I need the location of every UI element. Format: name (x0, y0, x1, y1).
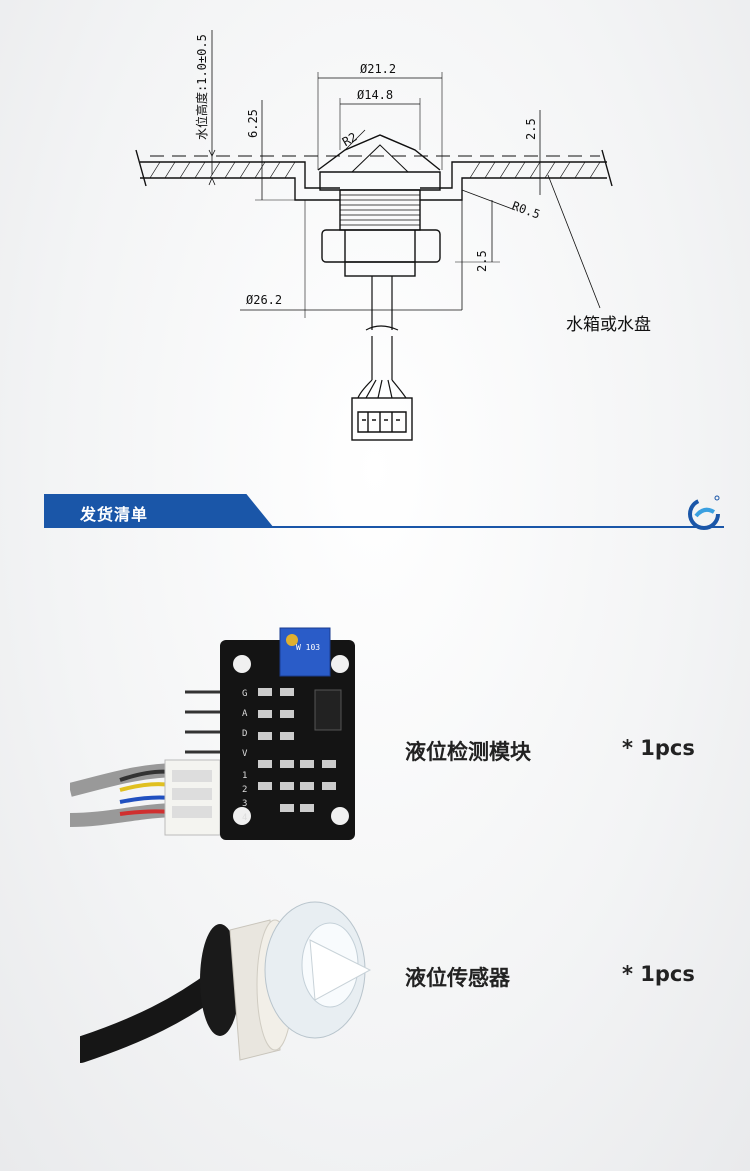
dim-r2: R2 (340, 130, 360, 149)
pin-label-3: 3 (242, 799, 247, 809)
pin-label-d: D (242, 729, 247, 739)
section-title: 发货清单 (80, 505, 149, 524)
section-header: 发货清单 (44, 492, 724, 532)
dim-d14: Ø14.8 (357, 88, 393, 102)
dim-r0-5: R0.5 (510, 199, 542, 222)
product-qty: * 1pcs (622, 962, 695, 986)
pin-label-g: G (242, 689, 247, 699)
dim-d26: Ø26.2 (246, 293, 282, 307)
section-tab (44, 494, 274, 528)
pot-label: W 103 (296, 643, 320, 652)
pin-label-1: 1 (242, 771, 247, 781)
pin-label-v: V (242, 749, 248, 759)
pin-label-2: 2 (242, 785, 247, 795)
tank-label: 水箱或水盘 (566, 315, 651, 335)
dim-6-25: 6.25 (246, 109, 260, 138)
product-sensor: 液位传感器 * 1pcs (0, 890, 750, 1110)
product-module: W 103 (0, 620, 750, 840)
section-divider (272, 526, 724, 528)
product-name: 液位传感器 (405, 966, 510, 990)
dim-water-level: 水位高度:1.0±0.5 (194, 34, 209, 140)
product-qty: * 1pcs (622, 736, 695, 760)
sensor-drawing: 水位高度:1.0±0.5 6.25 Ø21.2 Ø14.8 R2 2.5 R0.… (135, 30, 651, 441)
module-image: W 103 (70, 627, 355, 840)
dim-2-5-side: 2.5 (475, 250, 489, 272)
dim-d21: Ø21.2 (360, 62, 396, 76)
pin-label-4: 4 (242, 813, 247, 823)
pin-label-a: A (242, 709, 248, 719)
dim-2-5-top: 2.5 (524, 118, 538, 140)
product-name: 液位检测模块 (405, 740, 531, 764)
sensor-image (80, 901, 372, 1063)
brand-logo-icon (688, 495, 720, 530)
